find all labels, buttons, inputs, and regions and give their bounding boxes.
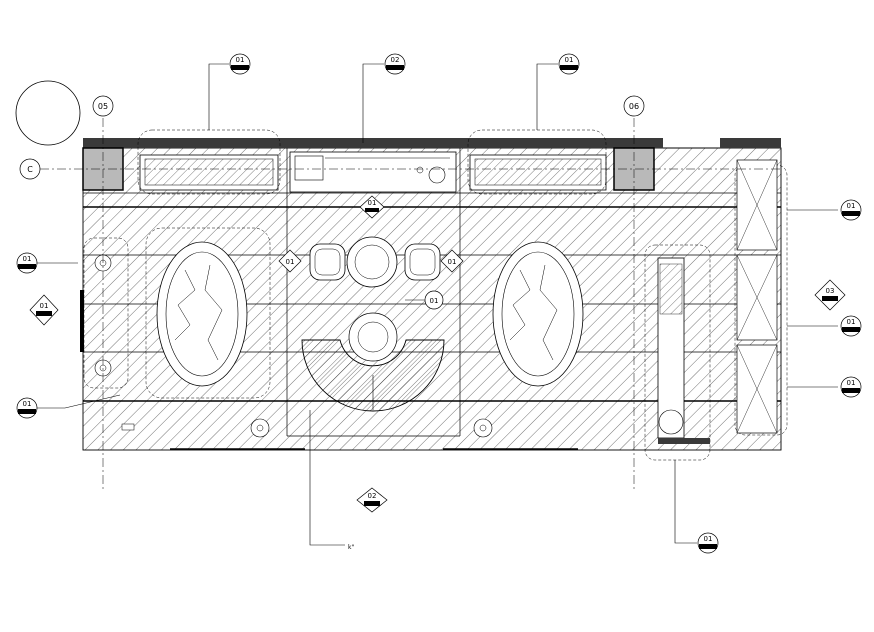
oval-pod-left — [156, 241, 248, 387]
grid-bubble-06: 06 — [623, 95, 645, 117]
svg-text:01: 01 — [847, 379, 856, 387]
top-wall-right — [720, 138, 781, 148]
svg-text:06: 06 — [629, 102, 639, 111]
svg-text:02: 02 — [391, 56, 400, 64]
svg-text:01: 01 — [448, 258, 457, 266]
elevation-marker: 01 — [278, 249, 302, 273]
svg-text:05: 05 — [98, 102, 108, 111]
callout-tag: 01 — [229, 53, 251, 75]
grid-bubble-c: C — [19, 158, 41, 180]
svg-text:01: 01 — [847, 202, 856, 210]
callout-tag: 01 — [16, 252, 38, 274]
svg-text:01: 01 — [704, 535, 713, 543]
svg-text:01: 01 — [565, 56, 574, 64]
top-wall — [83, 138, 663, 148]
svg-text:01: 01 — [23, 255, 32, 263]
note-label: k" — [348, 544, 354, 551]
callout-tag: 01 — [16, 397, 38, 419]
callout-tag: 01 — [840, 376, 862, 398]
svg-text:01: 01 — [286, 258, 295, 266]
callout-tag: 01 — [697, 532, 719, 554]
svg-text:01: 01 — [430, 297, 439, 305]
elevation-marker: 03 — [814, 279, 846, 311]
grid-bubble-05: 05 — [92, 95, 114, 117]
svg-text:01: 01 — [23, 400, 32, 408]
elevation-marker: 01 — [359, 195, 385, 219]
svg-text:02: 02 — [368, 492, 377, 500]
callout-tag: 01 — [840, 315, 862, 337]
svg-text:03: 03 — [826, 287, 835, 295]
cabinet-center — [289, 151, 457, 193]
elevation-marker: 02 — [356, 487, 388, 513]
chair-right — [404, 243, 441, 281]
oval-pod-right — [492, 241, 584, 387]
svg-text:C: C — [27, 165, 33, 174]
elevation-marker: 01 — [29, 294, 59, 326]
svg-text:01: 01 — [368, 199, 377, 207]
callout-tag: 01 — [424, 290, 444, 310]
callout-tag: 01 — [558, 53, 580, 75]
round-table — [346, 236, 398, 288]
elevation-marker: 01 — [440, 249, 464, 273]
north-circle — [15, 80, 81, 146]
chair-left — [309, 243, 346, 281]
svg-text:01: 01 — [236, 56, 245, 64]
svg-text:01: 01 — [40, 302, 49, 310]
callout-tag: 02 — [384, 53, 406, 75]
callout-tag: 01 — [840, 199, 862, 221]
svg-text:01: 01 — [847, 318, 856, 326]
